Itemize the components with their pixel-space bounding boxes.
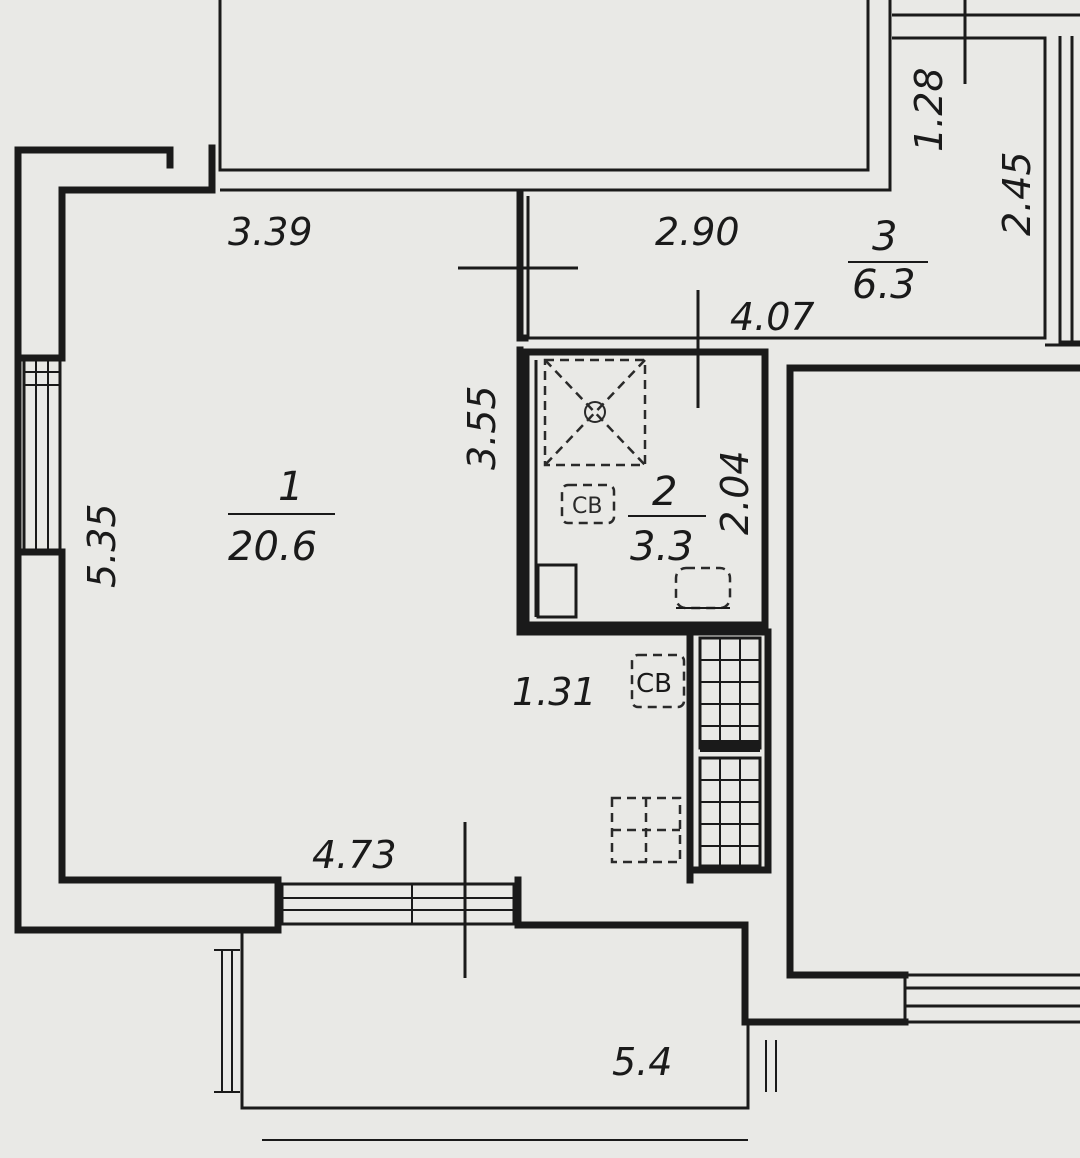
room-2-label: 2 3.3	[628, 469, 706, 570]
left-window	[22, 358, 62, 552]
dim-room1-bottom: 4.73	[312, 833, 397, 877]
dim-corridor-length: 4.07	[730, 295, 815, 339]
corridor-outline	[526, 36, 1047, 340]
right-room-wall	[786, 364, 1080, 979]
neighbor-room-outline	[218, 0, 870, 172]
right-neighbor-wall	[1058, 36, 1080, 344]
room1-partition	[516, 191, 694, 884]
dim-corridor-depth-b: 2.45	[995, 151, 1039, 236]
balcony-outline	[240, 930, 750, 1110]
shower-tray	[543, 358, 647, 467]
kitchen-counter	[698, 756, 762, 868]
bathroom-wall	[522, 348, 769, 629]
dim-corridor-depth-a: 1.28	[907, 67, 951, 152]
kitchen-wall	[686, 628, 772, 874]
neighbor-room-outline-inner	[220, 0, 892, 192]
dim-room1-top: 3.39	[228, 210, 313, 254]
balcony-right-window	[765, 1040, 777, 1092]
room-3-area: 6.3	[852, 262, 916, 308]
room-1-number: 1	[278, 464, 303, 510]
dishwasher	[610, 796, 682, 864]
balcony-left-window	[214, 949, 240, 1093]
kitchen-washer-label: СВ	[636, 669, 672, 699]
right-room-window	[903, 973, 1080, 1024]
room-2-number: 2	[652, 469, 677, 515]
balcony-door	[280, 882, 516, 926]
stove	[698, 636, 762, 752]
washer-label: СВ	[572, 494, 602, 519]
sink	[674, 566, 732, 610]
room-3-number: 3	[872, 214, 897, 260]
bathroom-washer: СВ	[560, 483, 616, 525]
dim-kitchen-gap: 1.31	[512, 670, 597, 714]
kitchen-washer: СВ	[630, 653, 686, 709]
left-exterior-wall	[14, 144, 282, 934]
dim-partition: 3.55	[460, 385, 504, 470]
room-1-area: 20.6	[228, 524, 317, 570]
bottom-wall-right	[514, 876, 909, 1026]
dim-bath-side: 2.04	[713, 450, 757, 535]
left-window-frame	[16, 354, 66, 556]
room-1-label: 1 20.6	[228, 464, 335, 570]
balcony-area: 5.4	[612, 1040, 672, 1084]
dim-room1-side: 5.35	[80, 503, 124, 588]
toilet	[536, 563, 578, 619]
room-2-area: 3.3	[630, 524, 694, 570]
dim-corridor-width: 2.90	[655, 210, 740, 254]
room-3-label: 3 6.3	[848, 214, 928, 308]
